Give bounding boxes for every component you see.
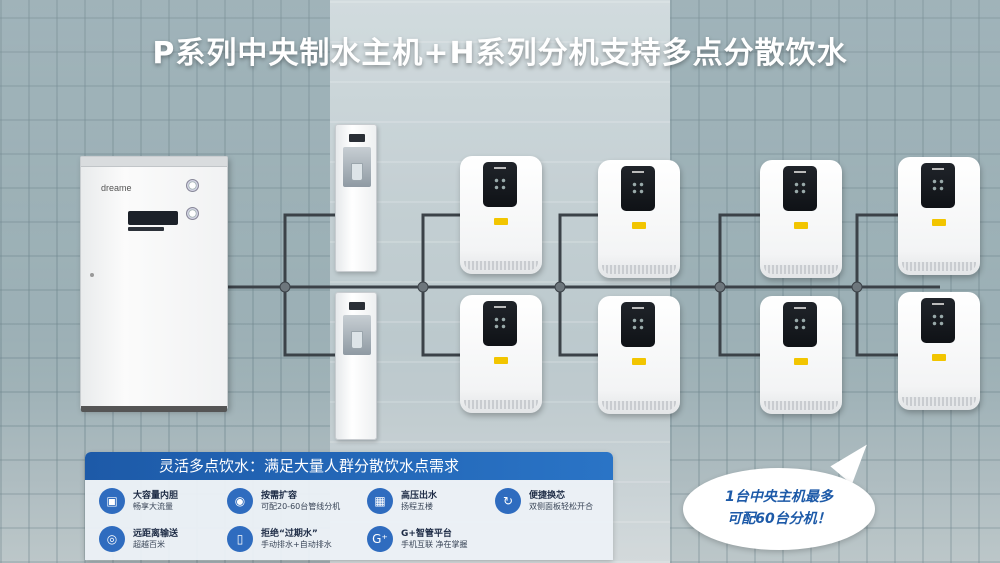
feature-title: 便捷换芯 xyxy=(529,491,566,501)
host-door-handle xyxy=(90,273,94,277)
feature-item: G⁺ G+智管平台 手机互联 净在掌握 xyxy=(367,524,492,558)
host-top xyxy=(81,157,227,167)
building-icon: ▦ xyxy=(367,488,393,514)
expand-icon: ◉ xyxy=(227,488,253,514)
callout-line-1: 1台中央主机最多 xyxy=(725,489,833,505)
host-base xyxy=(81,406,227,412)
callout-bubble: 1台中央主机最多 可配60台分机！ xyxy=(683,468,875,550)
host-control-panel xyxy=(128,211,178,225)
unit-label-sticker xyxy=(932,354,946,361)
unit-drip-tray xyxy=(464,261,538,270)
unit-label-sticker xyxy=(632,222,646,229)
feature-title: 远距离输送 xyxy=(133,529,179,539)
unit-screen xyxy=(921,163,955,208)
wall-sub-unit xyxy=(598,160,680,278)
standing-dispenser xyxy=(335,292,377,440)
page-title: P系列中央制水主机+H系列分机支持多点分散饮水 xyxy=(152,36,848,71)
unit-screen xyxy=(783,166,817,211)
feature-item: ◎ 远距离输送 超越百米 xyxy=(99,524,224,558)
feature-item: ▦ 高压出水 扬程五楼 xyxy=(367,486,492,520)
host-indicator-strip xyxy=(128,227,164,231)
host-brand-label: dreame xyxy=(101,183,132,193)
feature-title: 大容量内胆 xyxy=(133,491,179,501)
unit-drip-tray xyxy=(902,397,976,406)
unit-drip-tray xyxy=(602,401,676,410)
unit-drip-tray xyxy=(902,262,976,271)
wall-sub-unit xyxy=(760,160,842,278)
capacity-icon: ▣ xyxy=(99,488,125,514)
cup-icon xyxy=(351,331,363,349)
pressure-gauge-icon xyxy=(186,179,199,192)
feature-desc: 畅享大流量 xyxy=(133,502,173,511)
feature-title: G+智管平台 xyxy=(401,529,452,539)
background-building-right xyxy=(670,0,1000,563)
feature-panel-heading: 灵活多点饮水：满足大量人群分散饮水点需求 xyxy=(85,452,613,480)
standing-dispenser xyxy=(335,124,377,272)
feature-desc: 可配20-60台管线分机 xyxy=(261,502,341,511)
dispenser-panel xyxy=(349,134,365,142)
feature-desc: 手动排水+自动排水 xyxy=(261,540,332,549)
wall-sub-unit xyxy=(898,292,980,410)
unit-label-sticker xyxy=(494,357,508,364)
unit-screen xyxy=(921,298,955,343)
unit-label-sticker xyxy=(794,222,808,229)
dispenser-icon: ▯ xyxy=(227,526,253,552)
pressure-gauge-icon xyxy=(186,207,199,220)
central-host-unit: dreame xyxy=(80,156,228,412)
unit-screen xyxy=(483,162,517,207)
unit-drip-tray xyxy=(764,401,838,410)
feature-title: 拒绝“过期水” xyxy=(261,529,318,539)
feature-desc: 手机互联 净在掌握 xyxy=(401,540,468,549)
wall-sub-unit xyxy=(460,295,542,413)
feature-title: 高压出水 xyxy=(401,491,438,501)
unit-screen xyxy=(621,166,655,211)
cup-icon xyxy=(351,163,363,181)
wall-sub-unit xyxy=(760,296,842,414)
feature-item: ↻ 便捷换芯 双侧面板轻松开合 xyxy=(495,486,620,520)
unit-screen xyxy=(621,302,655,347)
wall-sub-unit xyxy=(460,156,542,274)
unit-drip-tray xyxy=(764,265,838,274)
feature-desc: 双侧面板轻松开合 xyxy=(529,502,593,511)
unit-label-sticker xyxy=(494,218,508,225)
feature-desc: 扬程五楼 xyxy=(401,502,433,511)
unit-label-sticker xyxy=(632,358,646,365)
location-icon: ◎ xyxy=(99,526,125,552)
refresh-icon: ↻ xyxy=(495,488,521,514)
wall-sub-unit xyxy=(598,296,680,414)
feature-title: 按需扩容 xyxy=(261,491,298,501)
wall-sub-unit xyxy=(898,157,980,275)
unit-label-sticker xyxy=(794,358,808,365)
dispenser-panel xyxy=(349,302,365,310)
feature-item: ▯ 拒绝“过期水” 手动排水+自动排水 xyxy=(227,524,352,558)
feature-info-panel: 灵活多点饮水：满足大量人群分散饮水点需求 ▣ 大容量内胆 畅享大流量 ◉ 按需扩… xyxy=(85,452,613,560)
feature-item: ▣ 大容量内胆 畅享大流量 xyxy=(99,486,224,520)
feature-item: ◉ 按需扩容 可配20-60台管线分机 xyxy=(227,486,352,520)
unit-label-sticker xyxy=(932,219,946,226)
callout-line-2: 可配60台分机！ xyxy=(727,511,831,527)
unit-drip-tray xyxy=(602,265,676,274)
feature-desc: 超越百米 xyxy=(133,540,165,549)
gplus-icon: G⁺ xyxy=(367,526,393,552)
unit-screen xyxy=(483,301,517,346)
unit-drip-tray xyxy=(464,400,538,409)
unit-screen xyxy=(783,302,817,347)
